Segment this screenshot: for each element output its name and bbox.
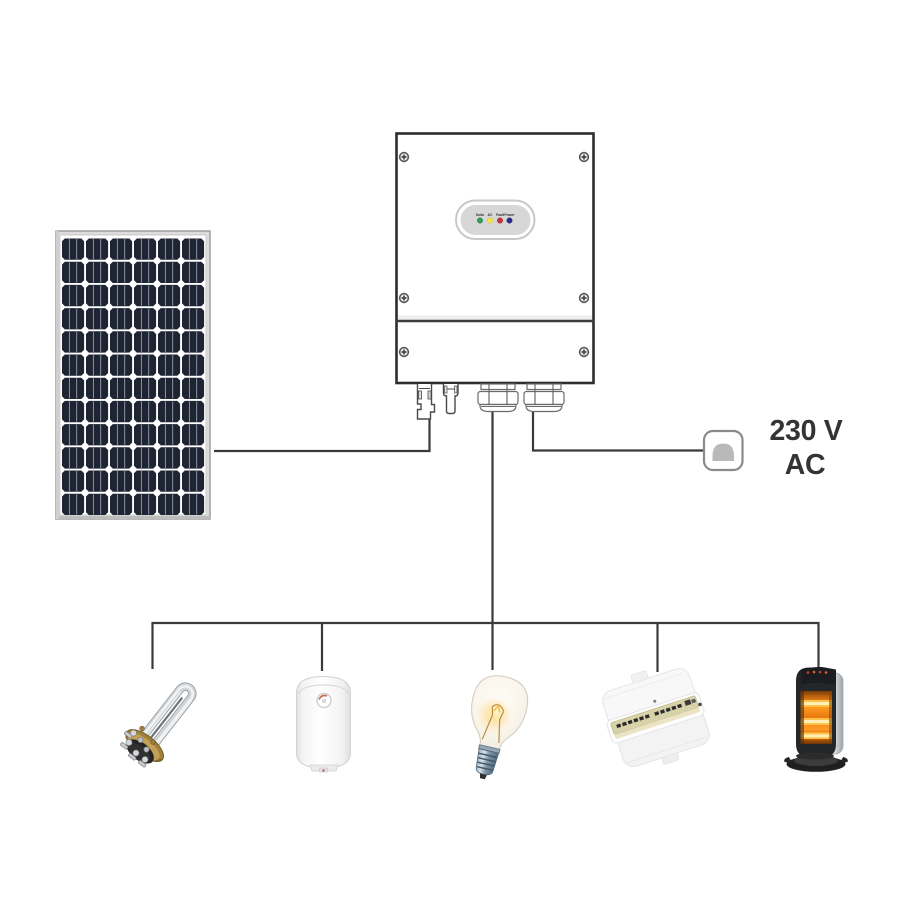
svg-text:Fault: Fault [496, 213, 505, 217]
svg-text:AC: AC [488, 213, 493, 217]
svg-text:Solar: Solar [476, 213, 485, 217]
svg-text:AC: AC [785, 449, 826, 481]
svg-text:Power: Power [504, 213, 515, 217]
svg-text:230 V: 230 V [770, 415, 843, 447]
